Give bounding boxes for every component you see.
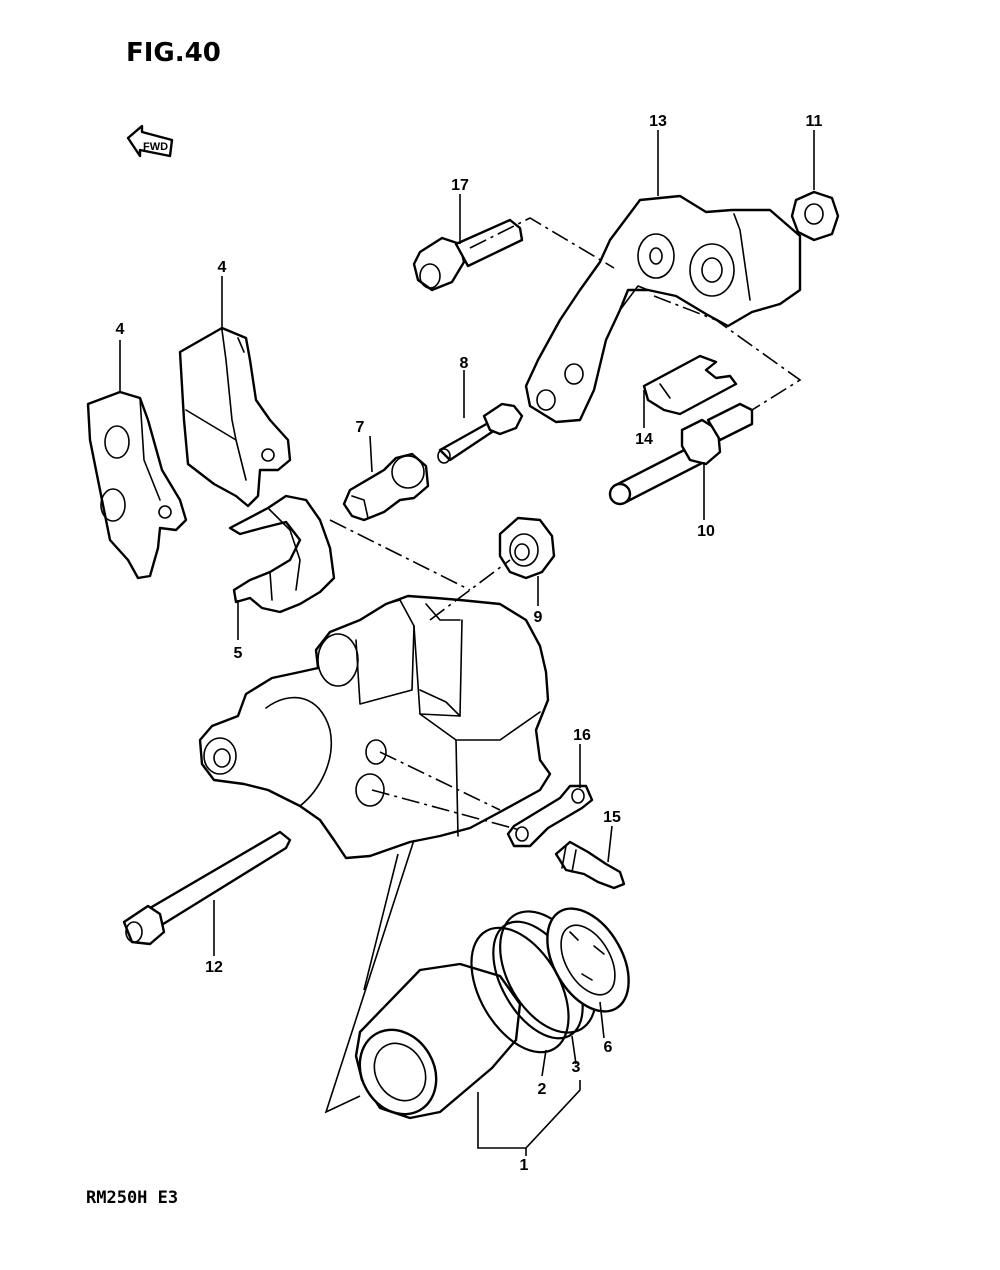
part-17-bolt bbox=[412, 218, 524, 292]
part-4-brake-pad bbox=[178, 326, 292, 508]
callout-1: 1 bbox=[520, 1157, 529, 1174]
callout-9: 9 bbox=[534, 609, 543, 626]
part-5-pad-spring bbox=[228, 494, 336, 614]
part-14-clip bbox=[642, 354, 738, 416]
part-1-piston bbox=[354, 962, 522, 1120]
part-9-boot bbox=[498, 516, 556, 580]
callout-13: 13 bbox=[649, 113, 667, 130]
callout-11: 11 bbox=[806, 113, 823, 130]
part-7-boot bbox=[342, 452, 430, 522]
callout-7: 7 bbox=[356, 419, 365, 436]
callout-14: 14 bbox=[635, 431, 653, 448]
callout-5: 5 bbox=[234, 645, 243, 662]
forward-arrow-icon: FWD bbox=[126, 124, 174, 158]
assembly-lines bbox=[324, 217, 802, 1114]
callout-3: 3 bbox=[572, 1059, 581, 1076]
figure-title: FIG.40 bbox=[126, 38, 221, 68]
leader-lines bbox=[119, 130, 815, 1156]
callout-10: 10 bbox=[697, 523, 715, 540]
part-11-nut bbox=[790, 190, 840, 242]
callout-6: 6 bbox=[604, 1039, 613, 1056]
part-13-bracket bbox=[524, 194, 802, 424]
callout-labels: 1 2 3 4 4 5 6 7 8 9 10 11 12 13 14 15 16… bbox=[116, 113, 823, 1174]
part-6-dust-seal bbox=[546, 907, 630, 1013]
part-8-pin bbox=[437, 402, 524, 464]
callout-16: 16 bbox=[573, 727, 591, 744]
part-10-pin bbox=[608, 402, 754, 506]
callout-12: 12 bbox=[205, 959, 223, 976]
callout-17: 17 bbox=[451, 177, 469, 194]
part-12-bolt bbox=[122, 830, 292, 946]
forward-label: FWD bbox=[143, 141, 168, 153]
model-code: RM250H E3 bbox=[86, 1188, 179, 1208]
part-15-bleeder bbox=[554, 840, 626, 890]
callout-4-shim: 4 bbox=[116, 321, 125, 338]
part-16-plate bbox=[506, 784, 594, 848]
caliper-body bbox=[198, 594, 552, 860]
callout-4-pad: 4 bbox=[218, 259, 227, 276]
part-4-shim bbox=[86, 390, 188, 580]
callout-2: 2 bbox=[538, 1081, 547, 1098]
callout-15: 15 bbox=[603, 809, 621, 826]
callout-8: 8 bbox=[460, 355, 469, 372]
